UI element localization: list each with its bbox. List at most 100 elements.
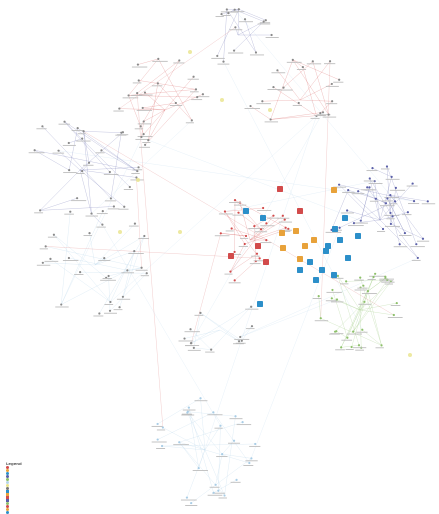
graph-node[interactable]	[302, 66, 304, 68]
highlight-node[interactable]	[331, 187, 337, 193]
graph-node[interactable]	[215, 484, 217, 486]
highlight-node[interactable]	[311, 237, 317, 243]
graph-node[interactable]	[251, 325, 253, 327]
graph-node[interactable]	[263, 20, 265, 22]
graph-node[interactable]	[60, 303, 62, 305]
graph-node[interactable]	[331, 100, 333, 102]
graph-node[interactable]	[319, 112, 321, 114]
graph-node[interactable]	[248, 462, 250, 464]
graph-node[interactable]	[142, 133, 144, 135]
graph-node[interactable]	[120, 132, 122, 134]
graph-node[interactable]	[241, 340, 243, 342]
highlight-node[interactable]	[337, 237, 343, 243]
graph-node[interactable]	[320, 317, 322, 319]
graph-node[interactable]	[363, 301, 365, 303]
graph-node[interactable]	[393, 314, 395, 316]
graph-node[interactable]	[259, 257, 261, 259]
graph-node[interactable]	[239, 336, 241, 338]
graph-node[interactable]	[140, 136, 142, 138]
highlight-node[interactable]	[297, 256, 303, 262]
graph-node[interactable]	[371, 167, 373, 169]
graph-node[interactable]	[199, 397, 201, 399]
graph-node[interactable]	[331, 83, 333, 85]
graph-node[interactable]	[34, 149, 36, 151]
graph-node[interactable]	[79, 271, 81, 273]
graph-node[interactable]	[133, 250, 135, 252]
graph-node[interactable]	[68, 169, 70, 171]
highlight-node[interactable]	[228, 253, 234, 259]
graph-node[interactable]	[249, 105, 251, 107]
graph-node[interactable]	[83, 130, 85, 132]
graph-node[interactable]	[63, 121, 65, 123]
graph-node[interactable]	[224, 210, 226, 212]
graph-node[interactable]	[101, 224, 103, 226]
graph-node[interactable]	[358, 344, 360, 346]
graph-node[interactable]	[337, 275, 339, 277]
graph-node[interactable]	[352, 330, 354, 332]
graph-node[interactable]	[123, 206, 125, 208]
graph-node[interactable]	[272, 215, 274, 217]
graph-node[interactable]	[140, 267, 142, 269]
graph-node[interactable]	[199, 312, 201, 314]
graph-node[interactable]	[220, 232, 222, 234]
graph-node[interactable]	[109, 171, 111, 173]
graph-node[interactable]	[147, 139, 149, 141]
graph-node[interactable]	[389, 194, 391, 196]
graph-node[interactable]	[389, 212, 391, 214]
graph-node[interactable]	[237, 212, 239, 214]
graph-node[interactable]	[57, 150, 59, 152]
graph-node[interactable]	[122, 296, 124, 298]
graph-node[interactable]	[103, 257, 105, 259]
graph-node[interactable]	[331, 297, 333, 299]
highlight-node[interactable]	[307, 259, 313, 265]
graph-node[interactable]	[140, 125, 142, 127]
graph-node[interactable]	[77, 127, 79, 129]
graph-node[interactable]	[270, 118, 272, 120]
highlight-node[interactable]	[255, 243, 261, 249]
graph-node[interactable]	[265, 239, 267, 241]
graph-node[interactable]	[126, 269, 128, 271]
graph-node[interactable]	[196, 96, 198, 98]
graph-node[interactable]	[396, 302, 398, 304]
graph-node[interactable]	[361, 329, 363, 331]
highlight-node[interactable]	[277, 186, 283, 192]
graph-node[interactable]	[129, 186, 131, 188]
graph-node[interactable]	[391, 215, 393, 217]
graph-node[interactable]	[76, 197, 78, 199]
graph-node[interactable]	[368, 186, 370, 188]
graph-node[interactable]	[395, 187, 397, 189]
highlight-node[interactable]	[345, 255, 351, 261]
graph-node[interactable]	[137, 166, 139, 168]
graph-node[interactable]	[213, 492, 215, 494]
graph-node[interactable]	[175, 102, 177, 104]
graph-node[interactable]	[340, 346, 342, 348]
graph-node[interactable]	[265, 19, 267, 21]
graph-node[interactable]	[234, 26, 236, 28]
graph-node[interactable]	[88, 162, 90, 164]
graph-node[interactable]	[285, 227, 287, 229]
graph-node[interactable]	[118, 306, 120, 308]
highlight-node[interactable]	[319, 267, 325, 273]
graph-node[interactable]	[226, 8, 228, 10]
graph-node[interactable]	[189, 328, 191, 330]
graph-node[interactable]	[231, 227, 233, 229]
graph-node[interactable]	[146, 272, 148, 274]
graph-node[interactable]	[415, 243, 417, 245]
graph-node[interactable]	[250, 457, 252, 459]
graph-node[interactable]	[374, 273, 376, 275]
graph-node[interactable]	[198, 467, 200, 469]
highlight-node[interactable]	[260, 215, 266, 221]
graph-node[interactable]	[127, 94, 129, 96]
graph-node[interactable]	[372, 276, 374, 278]
graph-node[interactable]	[110, 197, 112, 199]
graph-node[interactable]	[272, 86, 274, 88]
graph-node[interactable]	[282, 215, 284, 217]
graph-node[interactable]	[156, 423, 158, 425]
highlight-node[interactable]	[297, 267, 303, 273]
graph-node[interactable]	[233, 49, 235, 51]
highlight-node[interactable]	[263, 259, 269, 265]
graph-node[interactable]	[68, 142, 70, 144]
graph-node[interactable]	[366, 186, 368, 188]
highlight-node[interactable]	[280, 245, 286, 251]
graph-node[interactable]	[233, 440, 235, 442]
